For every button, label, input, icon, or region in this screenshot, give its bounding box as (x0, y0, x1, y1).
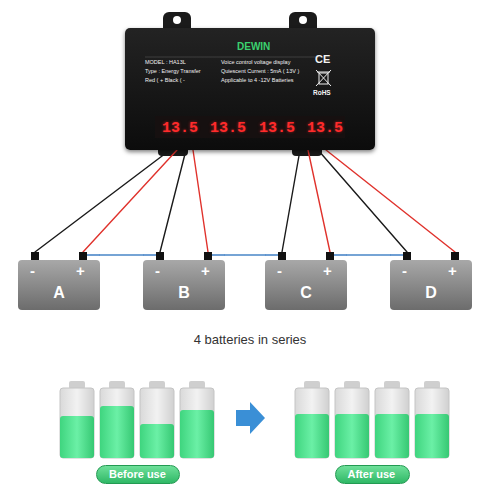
terminal-sign: - (277, 263, 282, 278)
terminal-sign: + (76, 263, 85, 278)
spec-text: Applicable to 4 -12V Batteries (221, 78, 293, 84)
battery-icon (60, 381, 214, 458)
lead-wire (83, 150, 177, 252)
series-link (225, 254, 265, 256)
battery-body (390, 252, 472, 310)
voltage-display: 13.5 (162, 121, 198, 136)
battery-letter: D (390, 285, 472, 301)
battery-box: - + A (18, 252, 100, 310)
lead-wire (326, 150, 455, 252)
spec-text: Quiescent Current : 5mA ( 13V ) (221, 69, 299, 75)
battery-body (143, 252, 225, 310)
battery-body (265, 252, 347, 310)
series-link (347, 254, 390, 256)
lead-wire (282, 150, 300, 252)
voltage-display: 13.5 (210, 121, 246, 136)
ce-mark: CE (315, 54, 330, 65)
terminal-sign: + (323, 263, 332, 278)
battery-icon (295, 381, 449, 458)
lead-wire (193, 150, 208, 252)
series-link (100, 254, 143, 256)
arrow-symbol (236, 402, 265, 434)
voltage-display: 13.5 (259, 121, 295, 136)
voltage-display: 13.5 (307, 121, 343, 136)
terminal-sign: + (201, 263, 210, 278)
terminal-sign: - (155, 263, 160, 278)
lead-wire (318, 150, 407, 252)
spec-text: Voice control voltage display (221, 60, 290, 66)
terminal-sign: + (448, 263, 457, 278)
terminal-sign: - (402, 263, 407, 278)
battery-letter: C (265, 285, 347, 301)
lead-wire (308, 150, 330, 252)
pill-text: Before use (109, 469, 166, 480)
brand-name: DEWIN (237, 42, 270, 52)
type-text: Type : Energy Transfer (145, 69, 201, 75)
status-pill: After use (335, 465, 410, 484)
polarity-text: Red ( + Black ( - (145, 78, 185, 84)
battery-box: - + B (143, 252, 225, 310)
caption: 4 batteries in series (0, 333, 500, 346)
rohs-mark: RoHS (313, 90, 331, 97)
battery-box: - + D (390, 252, 472, 310)
lead-wire (160, 150, 186, 252)
battery-letter: A (18, 285, 100, 301)
battery-letter: B (143, 285, 225, 301)
pill-text: After use (348, 469, 396, 480)
status-pill: Before use (96, 465, 180, 484)
lead-wire (35, 150, 170, 252)
terminal-sign: - (30, 263, 35, 278)
battery-body (18, 252, 100, 310)
model-text: MODEL : HA13L (145, 60, 186, 66)
battery-box: - + C (265, 252, 347, 310)
